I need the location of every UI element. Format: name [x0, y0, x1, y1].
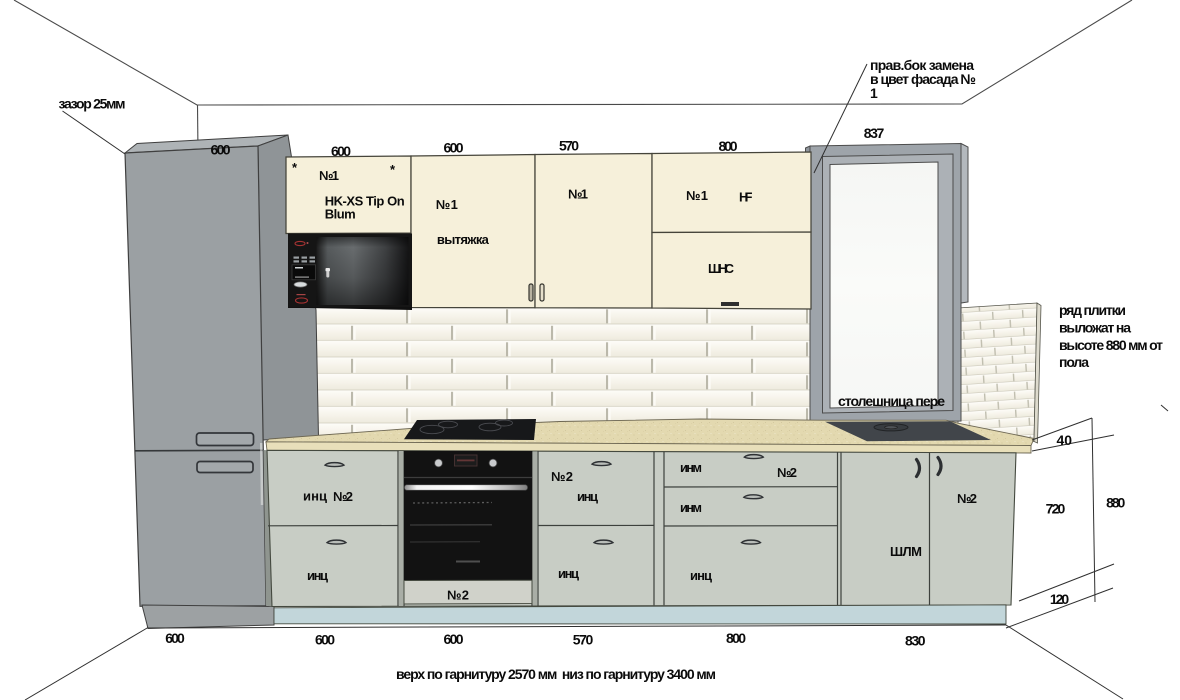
- svg-text:№2: №2: [777, 465, 797, 480]
- svg-text:высоте 880 мм от: высоте 880 мм от: [1059, 337, 1163, 353]
- svg-text:40: 40: [1057, 432, 1073, 448]
- svg-text:880: 880: [1106, 495, 1125, 511]
- svg-text:570: 570: [559, 138, 579, 154]
- svg-text:№2: №2: [333, 489, 353, 504]
- svg-text:инц: инц: [577, 489, 598, 504]
- svg-text:830: 830: [905, 633, 926, 649]
- svg-text:570: 570: [573, 632, 594, 648]
- svg-text:1: 1: [870, 85, 878, 101]
- svg-text:инц: инц: [303, 489, 327, 504]
- svg-text:Blum: Blum: [325, 206, 356, 221]
- svg-text:*: *: [292, 160, 298, 175]
- svg-text:HK-XS Tip On: HK-XS Tip On: [325, 194, 405, 209]
- svg-text:в цвет фасада №: в цвет фасада №: [870, 71, 976, 87]
- svg-text:600: 600: [165, 630, 185, 646]
- svg-text:№1: №1: [319, 168, 339, 183]
- svg-text:ШНС: ШНС: [708, 261, 735, 276]
- svg-text:инц: инц: [307, 568, 328, 583]
- svg-text:800: 800: [726, 630, 746, 646]
- svg-text:600: 600: [444, 140, 464, 156]
- svg-text:600: 600: [444, 631, 464, 647]
- svg-text:*: *: [390, 162, 396, 177]
- svg-text:№1: №1: [568, 186, 588, 201]
- svg-text:№2: №2: [957, 491, 977, 506]
- svg-text:№2: №2: [551, 469, 573, 484]
- svg-text:вытяжка: вытяжка: [437, 232, 490, 247]
- svg-text:№1: №1: [436, 197, 458, 212]
- svg-text:837: 837: [864, 125, 885, 141]
- svg-text:пола: пола: [1059, 354, 1089, 370]
- svg-text:верх по гарнитуру 2570 мм низ: верх по гарнитуру 2570 мм низ по гарниту…: [396, 666, 716, 682]
- svg-text:800: 800: [719, 138, 738, 154]
- svg-text:№1: №1: [686, 188, 708, 203]
- svg-text:зазор 25мм: зазор 25мм: [59, 96, 126, 112]
- svg-text:инц: инц: [558, 566, 579, 581]
- svg-text:инм: инм: [680, 500, 702, 515]
- svg-text:столешница пере: столешница пере: [838, 393, 945, 409]
- svg-text:инм: инм: [680, 460, 702, 475]
- svg-text:HF: HF: [739, 190, 753, 205]
- svg-text:600: 600: [331, 143, 351, 159]
- svg-text:инц: инц: [690, 568, 712, 583]
- svg-text:ряд плитки: ряд плитки: [1059, 302, 1126, 318]
- svg-text:720: 720: [1046, 500, 1066, 516]
- svg-text:прав.бок замена: прав.бок замена: [870, 57, 974, 73]
- svg-text:120: 120: [1050, 591, 1070, 607]
- svg-text:№2: №2: [447, 588, 469, 603]
- svg-text:выложат на: выложат на: [1059, 320, 1131, 336]
- svg-text:600: 600: [211, 142, 231, 158]
- svg-text:ШЛМ: ШЛМ: [890, 544, 922, 559]
- svg-text:600: 600: [315, 632, 335, 648]
